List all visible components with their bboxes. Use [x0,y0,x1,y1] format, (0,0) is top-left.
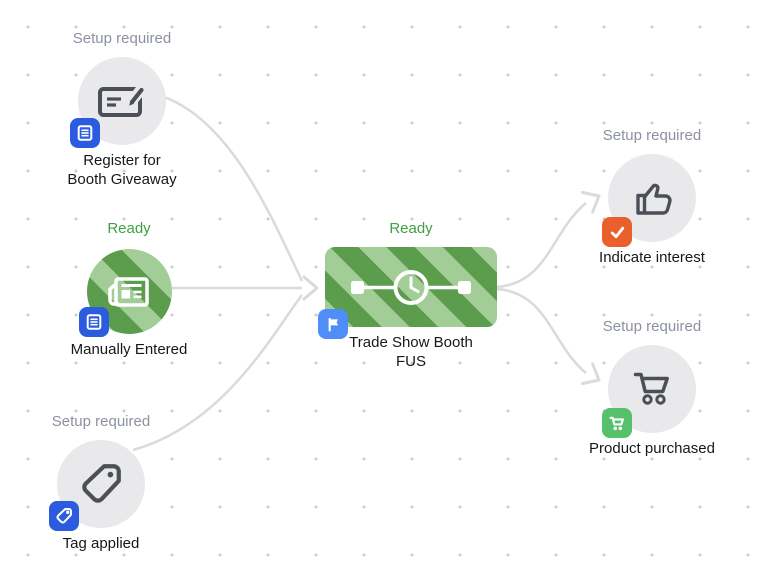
node-label: Indicate interest [599,249,705,266]
node-tag-applied[interactable]: Setup required Tag applied [16,413,186,553]
goal-bubble[interactable] [49,440,145,531]
tag-badge [49,501,79,531]
cart-badge [602,408,632,438]
thumbs-up-icon [636,183,672,215]
contact-list-icon [86,314,101,330]
node-product-purchased[interactable]: Setup required Product purchased [567,318,737,458]
node-register-booth-giveaway[interactable]: Setup required [37,30,207,189]
node-label: Manually Entered [70,341,188,358]
node-label: Tag applied [62,535,140,552]
goal-bubble[interactable] [78,247,172,337]
node-status: Setup required [602,127,702,144]
contact-list-badge [78,307,109,337]
goal-bubble[interactable] [70,57,166,148]
cart-icon [609,416,625,430]
node-status: Ready [389,220,433,237]
node-label: Register for Booth Giveaway [67,152,177,188]
contact-list-icon [77,125,93,141]
sequence-rect[interactable] [325,247,497,327]
node-label: Product purchased [589,440,715,457]
cart-icon [633,372,669,405]
node-manually-entered[interactable]: Ready [44,220,214,359]
node-label: Trade Show Booth FUS [349,334,473,370]
goal-bubble[interactable] [602,154,696,247]
flag-badge [318,309,348,339]
signature-card-icon [98,83,148,117]
newspaper-icon [108,276,149,307]
goal-bubble[interactable] [602,345,696,438]
flag-icon [328,317,338,332]
node-status: Setup required [72,30,172,47]
tag-icon [82,464,121,503]
node-status: Setup required [602,318,702,335]
sequence-bubble[interactable] [318,247,497,339]
contact-list-badge [70,118,100,148]
checkmark-badge [602,217,632,247]
sequence-timer-icon [351,269,471,305]
node-status: Ready [107,220,151,237]
node-trade-show-booth-fus[interactable]: Ready Trade Show [316,220,506,371]
tag-icon [56,508,72,524]
node-indicate-interest[interactable]: Setup required Indicate interest [567,127,737,267]
node-status: Setup required [51,413,151,430]
checkmark-icon [610,226,624,238]
